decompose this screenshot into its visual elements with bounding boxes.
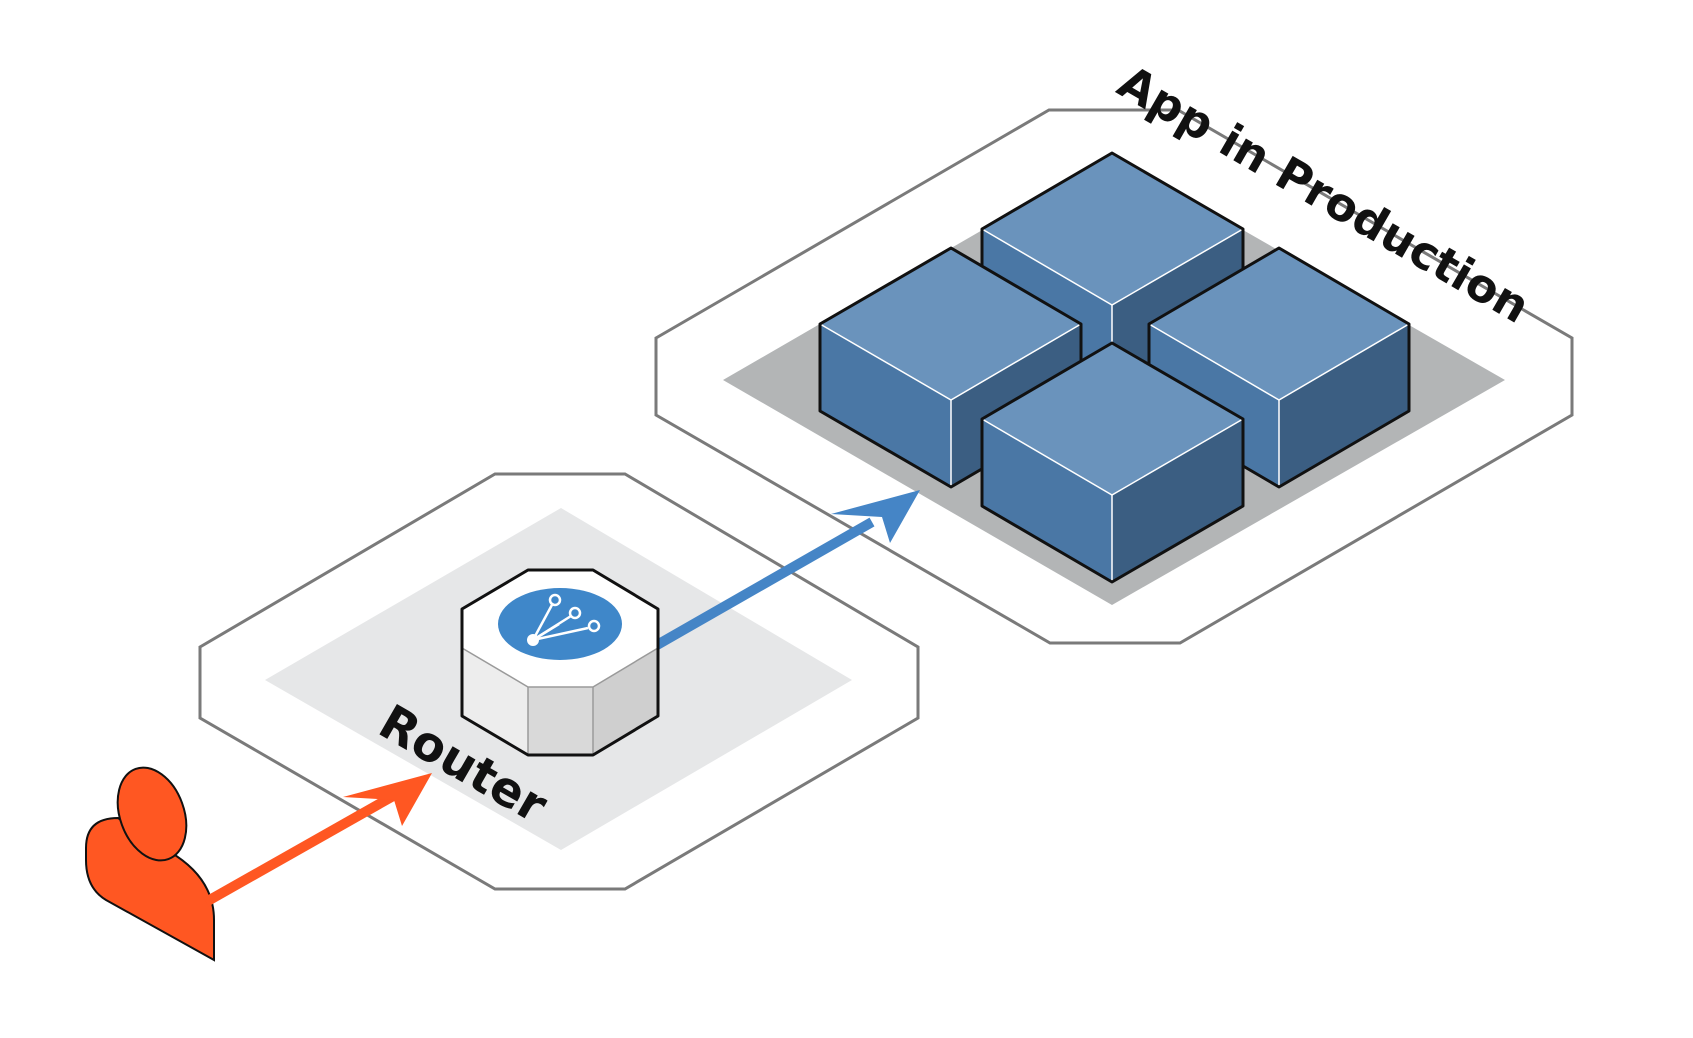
forward-arrow bbox=[654, 490, 920, 650]
request-arrow bbox=[203, 773, 432, 907]
router-fanout-icon bbox=[498, 588, 622, 660]
server-cube-front bbox=[980, 341, 1245, 584]
user-icon bbox=[85, 766, 215, 962]
